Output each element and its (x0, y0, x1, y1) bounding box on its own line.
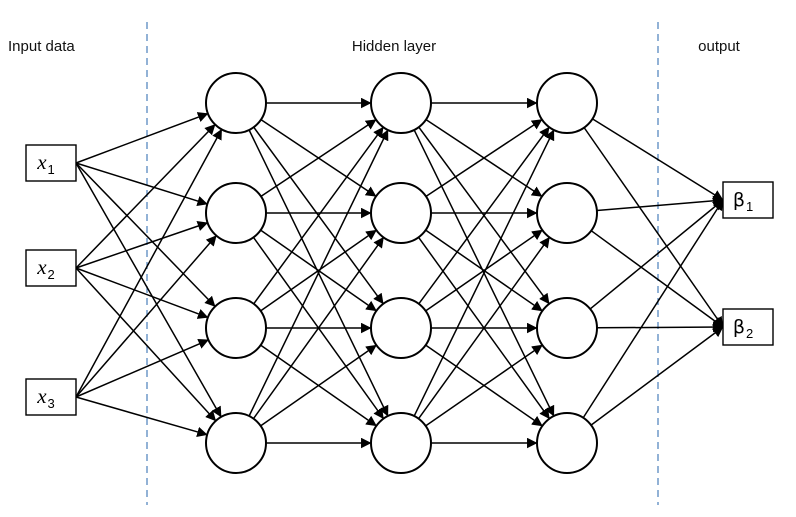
edge-h3-1-to-output-2 (583, 127, 724, 328)
edge-h3-2-to-output-2 (590, 230, 724, 328)
input-node-1-label-sub: 1 (48, 162, 55, 177)
output-node-1-box (722, 181, 774, 219)
input-node-3: x3 (25, 378, 77, 416)
edge-h3-1-to-output-1 (592, 118, 724, 201)
edge-input-2-to-h1-3 (75, 267, 209, 319)
output-node-2-label: β2 (733, 316, 753, 341)
input-node-1: x1 (25, 144, 77, 182)
edge-h2-3-to-h3-1 (418, 126, 550, 305)
edge-h2-4-to-h3-3 (425, 344, 543, 427)
input-node-2-label-sub: 2 (48, 267, 55, 282)
hidden-neuron-l2-n2 (370, 182, 432, 244)
input-node-3-box (25, 378, 77, 416)
hidden-neuron-l3-n2 (536, 182, 598, 244)
edge-h1-2-to-h2-1 (260, 119, 377, 197)
edge-h3-4-to-output-1 (582, 199, 724, 419)
input-node-1-label-base: x (36, 150, 47, 174)
edge-input-1-to-h1-3 (75, 162, 216, 307)
edge-h1-3-to-h2-1 (253, 126, 384, 305)
output-node-2-label-sub: 2 (746, 326, 753, 341)
output-node-2: β2 (722, 308, 774, 346)
edge-h2-4-to-h3-1 (413, 129, 555, 417)
edge-input-3-to-h1-2 (75, 235, 217, 398)
input-node-2-label-base: x (36, 255, 47, 279)
edge-h1-4-to-h2-2 (252, 236, 385, 420)
edge-input-2-to-h1-1 (75, 124, 216, 269)
edge-input-3-to-h1-4 (75, 396, 208, 438)
output-node-1-label-base: β (733, 189, 745, 211)
edge-input-2-to-h1-4 (75, 267, 217, 422)
hidden-neuron-l2-n4 (370, 412, 432, 474)
connections (75, 97, 724, 449)
edge-h1-3-to-h2-2 (260, 229, 377, 312)
output-node-1-label-sub: 1 (746, 199, 753, 214)
input-node-2: x2 (25, 249, 77, 287)
output-node-2-label-base: β (733, 316, 745, 338)
hidden-neuron-l1-n2 (205, 182, 267, 244)
hidden-neuron-l1-n1 (205, 72, 267, 134)
edge-h2-4-to-h3-2 (417, 236, 551, 420)
edge-input-3-to-h1-1 (75, 128, 223, 398)
output-node-2-box (722, 308, 774, 346)
hidden-neuron-l2-n3 (370, 297, 432, 359)
edge-input-3-to-h1-3 (75, 339, 209, 398)
hidden-neuron-l3-n3 (536, 297, 598, 359)
edge-h3-2-to-output-1 (596, 195, 724, 212)
output-section-label: output (698, 38, 741, 55)
hidden-neuron-l1-n4 (205, 412, 267, 474)
edge-h2-3-to-h3-2 (425, 229, 543, 312)
input-section-label: Input data (8, 38, 75, 55)
edge-input-1-to-h1-4 (75, 162, 222, 418)
edge-h3-3-to-output-1 (589, 199, 724, 310)
input-node-1-box (25, 144, 77, 182)
hidden-section-label: Hidden layer (352, 38, 436, 55)
input-node-3-label-sub: 3 (48, 396, 55, 411)
input-node-2-label: x2 (36, 255, 55, 282)
edge-h3-3-to-output-2 (596, 321, 724, 333)
hidden-neuron-l3-n1 (536, 72, 598, 134)
hidden-neuron-l1-n3 (205, 297, 267, 359)
edge-h3-4-to-output-2 (590, 326, 724, 426)
edge-input-2-to-h1-2 (75, 221, 209, 269)
hidden-neuron-l2-n1 (370, 72, 432, 134)
edge-input-1-to-h1-1 (75, 112, 209, 164)
output-node-1-label: β1 (733, 189, 753, 214)
input-node-3-label-base: x (36, 384, 47, 408)
hidden-neuron-l3-n4 (536, 412, 598, 474)
input-node-1-label: x1 (36, 150, 55, 177)
output-node-1: β1 (722, 181, 774, 219)
edge-h1-4-to-h2-1 (248, 129, 389, 417)
edge-h1-4-to-h2-3 (260, 344, 377, 427)
input-node-3-label: x3 (36, 384, 55, 411)
edge-h2-2-to-h3-1 (425, 118, 543, 198)
input-node-2-box (25, 249, 77, 287)
